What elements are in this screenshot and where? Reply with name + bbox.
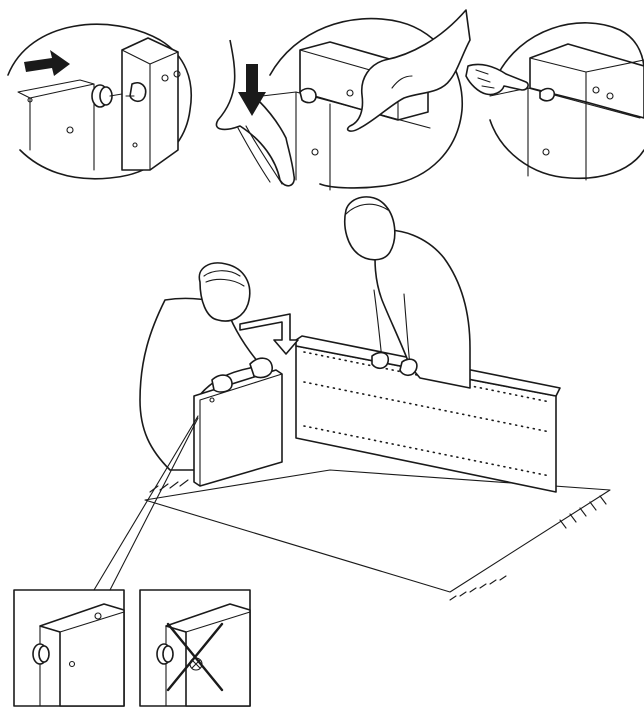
person-bending	[343, 196, 471, 389]
detail-circle-push-dowel	[7, 23, 192, 180]
person-kneeling	[139, 262, 259, 471]
detail-box-incorrect	[139, 589, 251, 707]
hand-icon	[346, 9, 471, 132]
arrow-down-icon	[238, 64, 266, 116]
arrow-right-icon	[24, 50, 70, 76]
cam-dowel-icon	[32, 643, 50, 665]
cross-icon	[166, 622, 224, 692]
cam-dowel-icon	[91, 84, 129, 108]
callout-lines	[93, 415, 199, 591]
detail-circle-press-down	[215, 9, 471, 191]
insert-arrow-icon	[239, 313, 299, 355]
detail-circle-check-fit	[465, 22, 644, 181]
detail-box-correct	[13, 589, 125, 707]
main-assembly-scene	[93, 196, 611, 601]
cam-dowel-icon	[156, 643, 174, 665]
hand-icon	[215, 39, 296, 187]
pointing-hand-icon	[465, 63, 529, 96]
short-panel	[193, 369, 283, 487]
